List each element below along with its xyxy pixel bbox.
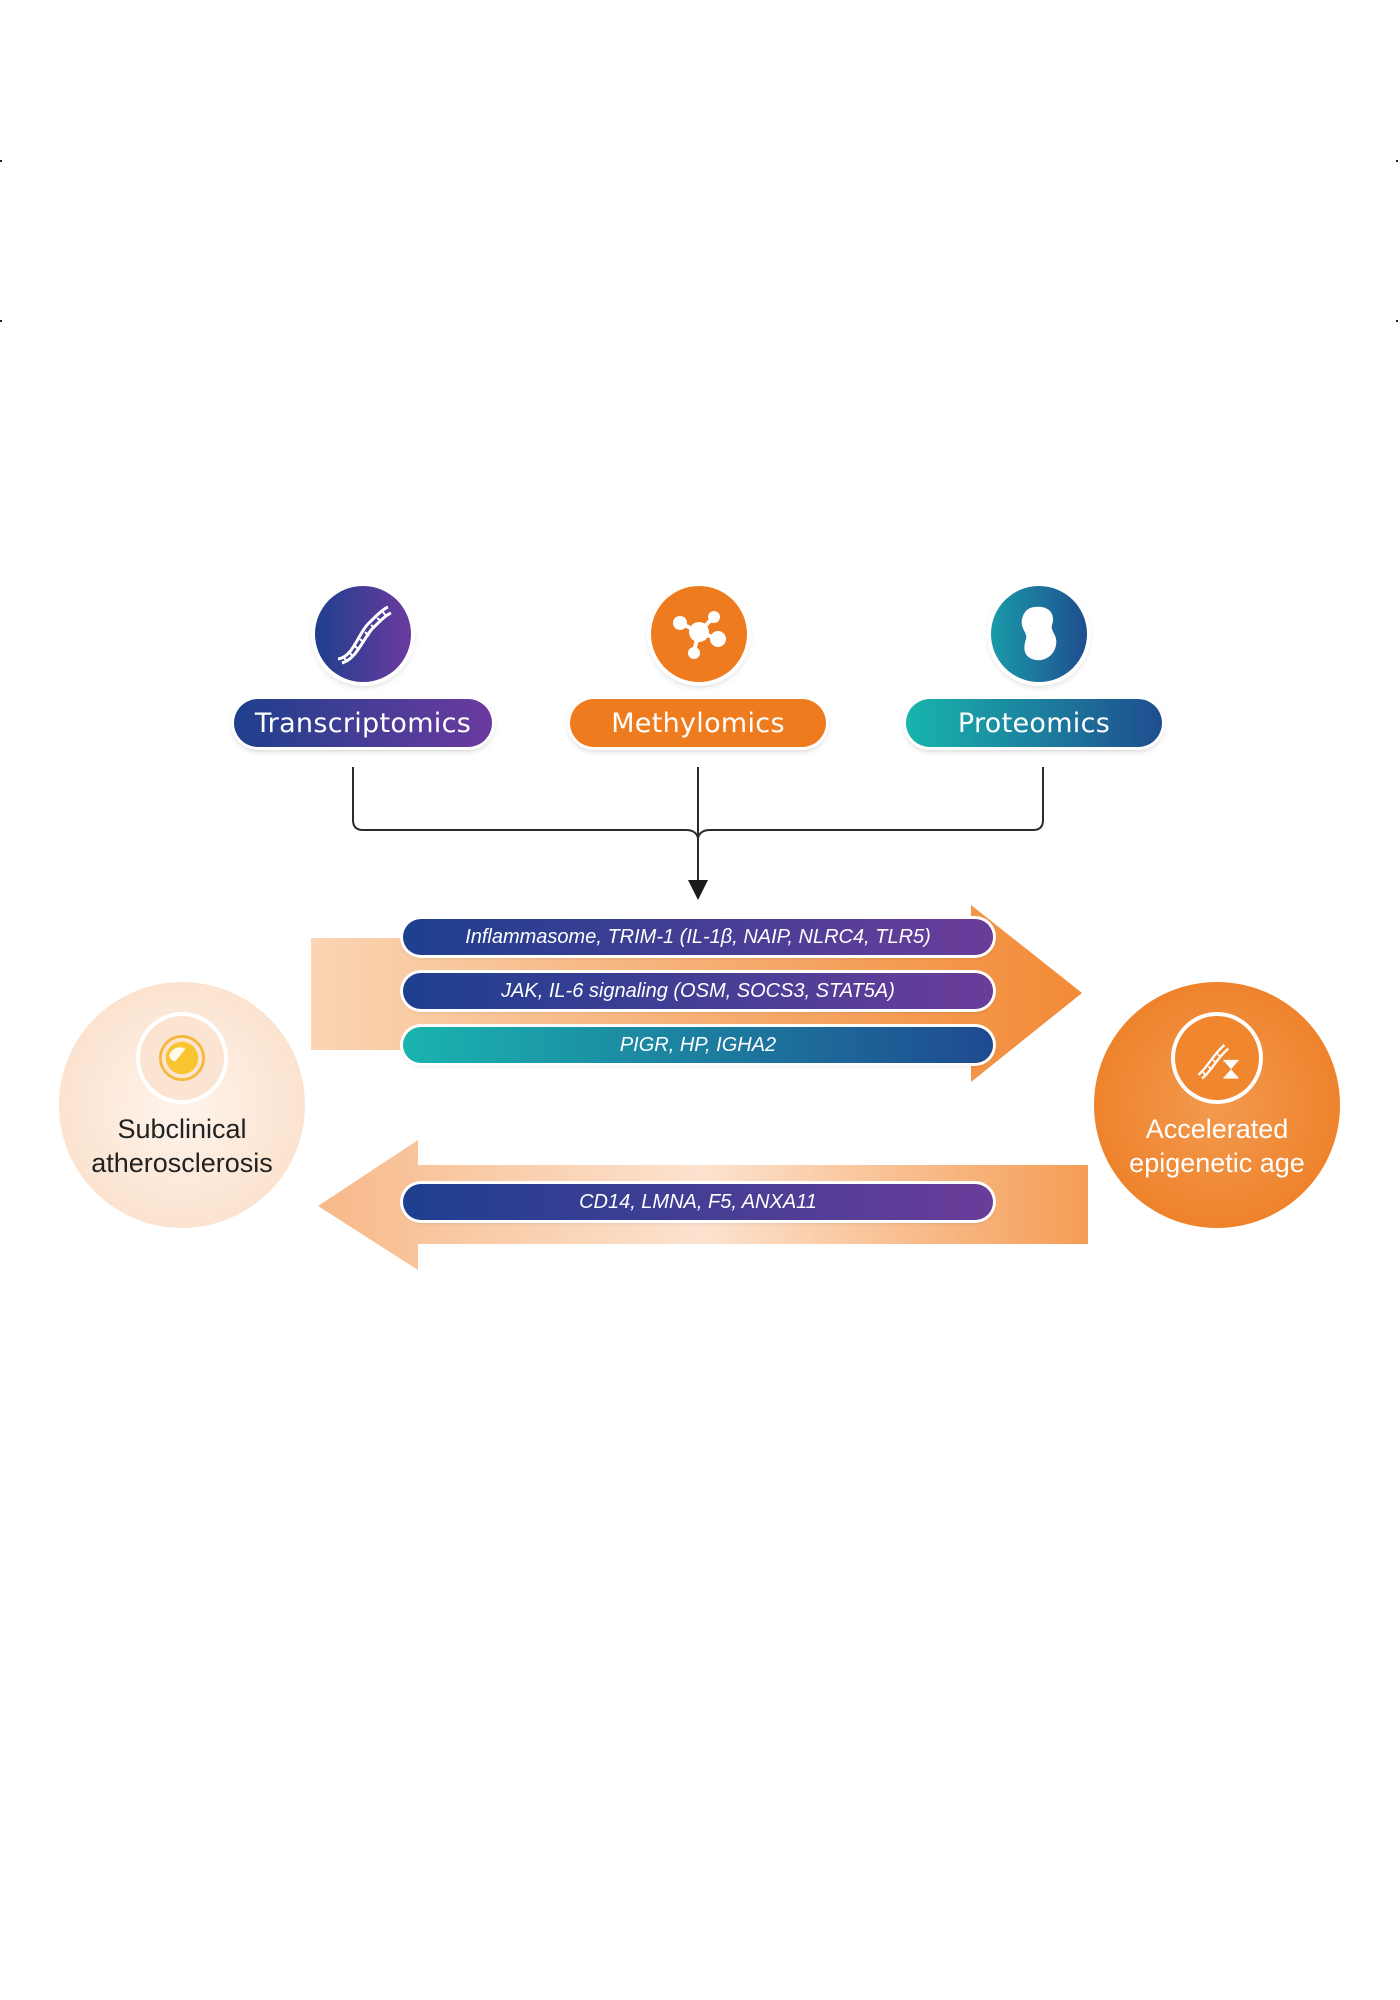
dna-strand-icon (315, 586, 411, 682)
methylomics-label: Methylomics (570, 699, 826, 747)
subclinical-atherosclerosis-node: Subclinical atherosclerosis (59, 982, 305, 1228)
transcriptomics-label: Transcriptomics (234, 699, 492, 747)
molecule-icon (651, 586, 747, 682)
crop-mark (1396, 320, 1398, 322)
protein-blob-icon (991, 586, 1087, 682)
crop-mark (0, 160, 2, 162)
crop-mark (1396, 160, 1398, 162)
accelerated-epigenetic-age-label: Accelerated epigenetic age (1129, 1114, 1305, 1178)
accelerated-epigenetic-age-node: Accelerated epigenetic age (1094, 982, 1340, 1228)
proteomics-label: Proteomics (906, 699, 1162, 747)
merge-connector (352, 767, 1044, 900)
cd14-finding: CD14, LMNA, F5, ANXA11 (403, 1184, 993, 1220)
jak-il6-finding: JAK, IL-6 signaling (OSM, SOCS3, STAT5A) (403, 973, 993, 1009)
crop-mark (0, 320, 2, 322)
dna-hourglass-icon (1175, 1016, 1259, 1100)
inflammasome-finding: Inflammasome, TRIM-1 (IL-1β, NAIP, NLRC4… (403, 919, 993, 955)
pigr-finding: PIGR, HP, IGHA2 (403, 1027, 993, 1063)
artery-plaque-icon (140, 1016, 224, 1100)
subclinical-atherosclerosis-label: Subclinical atherosclerosis (91, 1114, 273, 1178)
